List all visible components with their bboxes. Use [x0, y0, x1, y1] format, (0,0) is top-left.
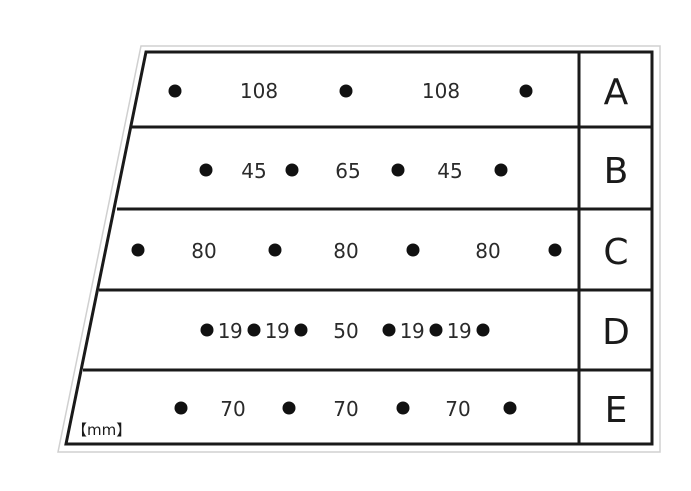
- spacing-value: 80: [191, 239, 216, 263]
- mount-dot: [247, 323, 261, 337]
- spacing-value: 19: [265, 319, 289, 343]
- row-b: 45 65 45 B: [199, 151, 629, 192]
- mount-dot: [285, 163, 299, 177]
- mount-dot: [391, 163, 405, 177]
- spacing-value: 19: [400, 319, 424, 343]
- spacing-value: 70: [220, 397, 245, 421]
- mount-dot: [339, 84, 353, 98]
- outer-outline: [57, 45, 661, 453]
- row-e: 70 70 70 E: [174, 390, 628, 431]
- spacing-value: 19: [218, 319, 242, 343]
- mount-dot: [199, 163, 213, 177]
- mount-dot: [131, 243, 145, 257]
- mount-dot: [382, 323, 396, 337]
- mount-dot: [282, 401, 296, 415]
- row-c: 80 80 80 C: [131, 232, 629, 273]
- mount-dot: [519, 84, 533, 98]
- row-a: 108 108 A: [168, 72, 629, 113]
- row-label: A: [604, 72, 629, 113]
- mount-dot: [294, 323, 308, 337]
- spacing-value: 19: [447, 319, 471, 343]
- unit-label: 【mm】: [72, 421, 131, 439]
- mount-dot: [200, 323, 214, 337]
- spacing-value: 80: [475, 239, 500, 263]
- spacing-value: 45: [241, 159, 266, 183]
- spacing-value: 45: [437, 159, 462, 183]
- spacing-value: 50: [333, 319, 358, 343]
- row-d: 19 19 50 19 19 D: [200, 312, 630, 353]
- spacing-value: 80: [333, 239, 358, 263]
- spacing-value: 65: [335, 159, 360, 183]
- mount-dot: [476, 323, 490, 337]
- row-label: E: [605, 390, 628, 431]
- mount-dot: [494, 163, 508, 177]
- mount-dot: [168, 84, 182, 98]
- spacing-value: 108: [422, 79, 460, 103]
- main-frame: [64, 50, 654, 446]
- mount-dot: [396, 401, 410, 415]
- spacing-value: 70: [333, 397, 358, 421]
- mount-dot: [268, 243, 282, 257]
- mount-dot: [406, 243, 420, 257]
- row-label: B: [604, 151, 629, 192]
- spacing-value: 108: [240, 79, 278, 103]
- row-label: C: [603, 232, 628, 273]
- mount-dot: [429, 323, 443, 337]
- row-label: D: [602, 312, 630, 353]
- mount-dot: [503, 401, 517, 415]
- mount-dot: [174, 401, 188, 415]
- spacing-value: 70: [445, 397, 470, 421]
- mount-dot: [548, 243, 562, 257]
